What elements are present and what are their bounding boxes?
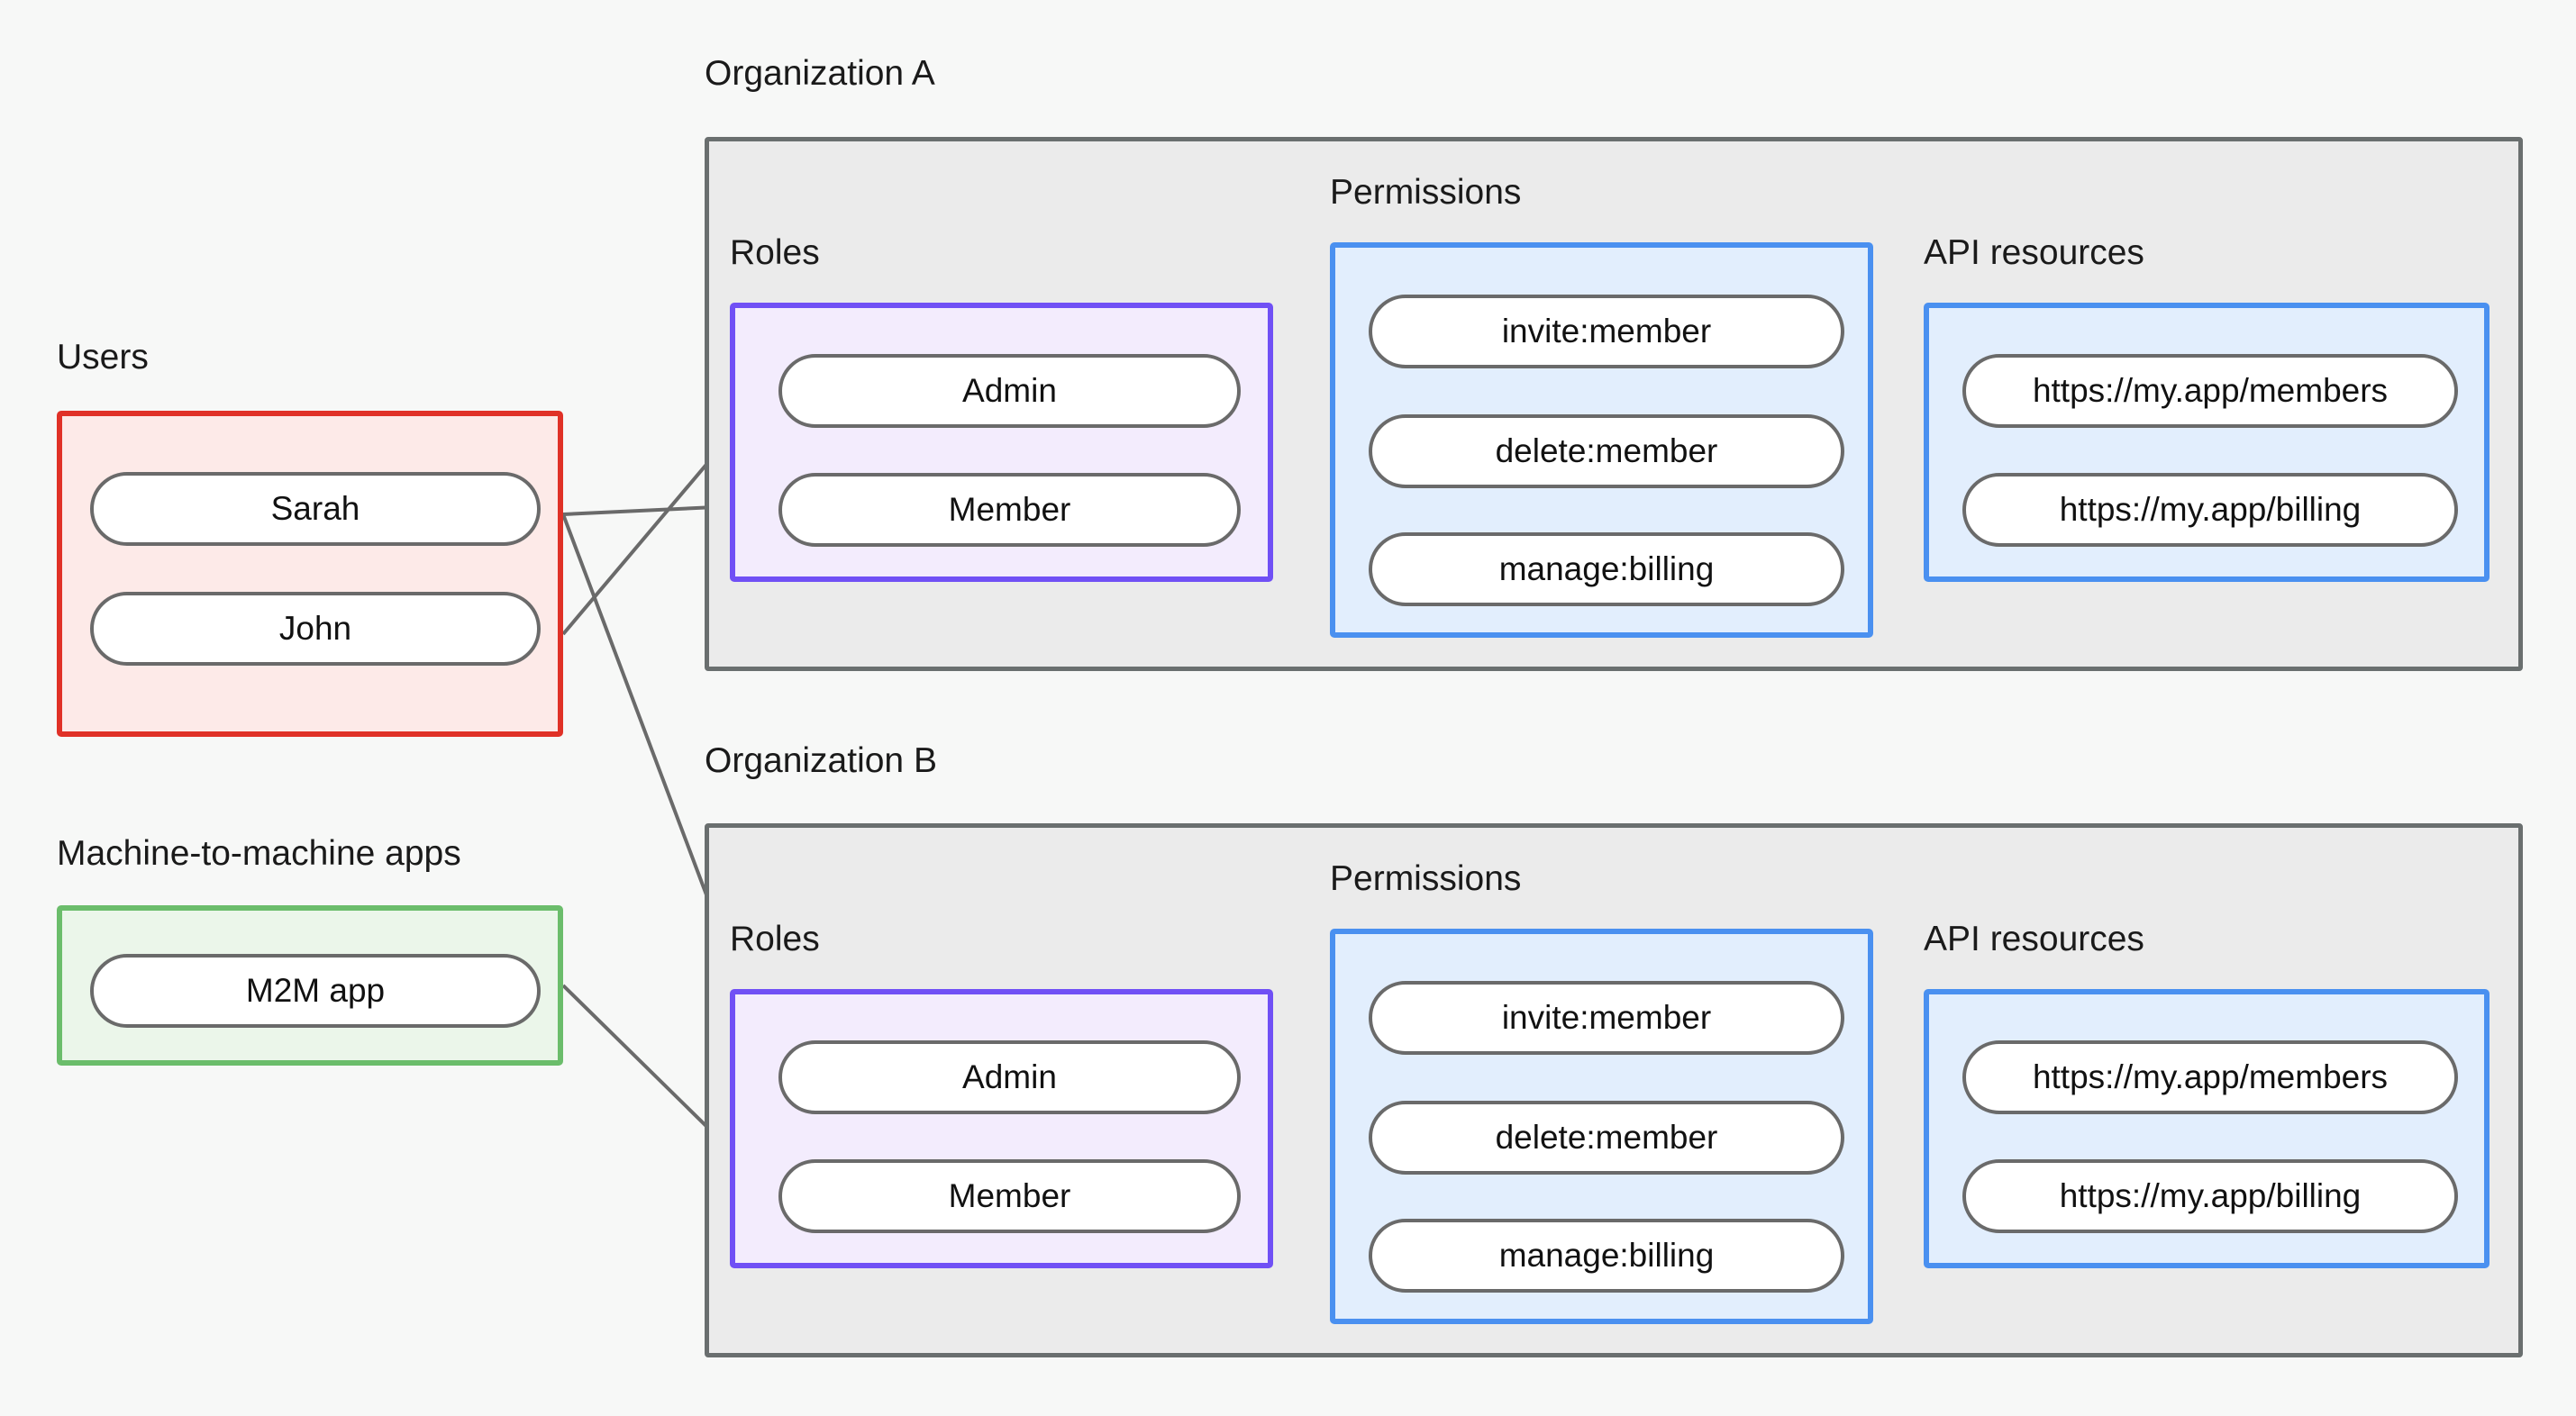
user-node-john[interactable]: John <box>90 592 541 666</box>
organization-a-api-resource-billing[interactable]: https://my.app/billing <box>1962 473 2458 547</box>
organization-a-api-resource-members[interactable]: https://my.app/members <box>1962 354 2458 428</box>
organization-b-permission-manage-billing[interactable]: manage:billing <box>1369 1219 1844 1293</box>
organization-b-permissions-label: Permissions <box>1330 859 1522 898</box>
organization-a-permission-manage-billing[interactable]: manage:billing <box>1369 532 1844 606</box>
user-node-sarah[interactable]: Sarah <box>90 472 541 546</box>
organization-a-permissions-container: invite:member delete:member manage:billi… <box>1330 242 1873 638</box>
organization-b-api-resource-billing[interactable]: https://my.app/billing <box>1962 1159 2458 1233</box>
organization-a-label: Organization A <box>705 54 935 93</box>
organization-a-permission-delete-member[interactable]: delete:member <box>1369 414 1844 488</box>
organization-b-permissions-container: invite:member delete:member manage:billi… <box>1330 929 1873 1324</box>
organization-b-roles-label: Roles <box>730 920 820 958</box>
organization-b-roles-container: Admin Member <box>730 989 1273 1268</box>
organization-a-api-container: https://my.app/members https://my.app/bi… <box>1924 303 2490 582</box>
organization-a-role-admin[interactable]: Admin <box>778 354 1241 428</box>
users-label: Users <box>57 338 149 377</box>
organization-b-api-container: https://my.app/members https://my.app/bi… <box>1924 989 2490 1268</box>
organization-b-label: Organization B <box>705 741 937 780</box>
organization-a-roles-label: Roles <box>730 233 820 272</box>
organization-b-permission-delete-member[interactable]: delete:member <box>1369 1101 1844 1175</box>
organization-a-role-member[interactable]: Member <box>778 473 1241 547</box>
m2m-label: Machine-to-machine apps <box>57 834 461 873</box>
users-container: Sarah John <box>57 411 563 737</box>
organization-b-role-admin[interactable]: Admin <box>778 1040 1241 1114</box>
organization-b-permission-invite-member[interactable]: invite:member <box>1369 981 1844 1055</box>
m2m-node-app[interactable]: M2M app <box>90 954 541 1028</box>
organization-b-api-resource-members[interactable]: https://my.app/members <box>1962 1040 2458 1114</box>
organization-a-permissions-label: Permissions <box>1330 173 1522 212</box>
m2m-container: M2M app <box>57 905 563 1066</box>
organization-a-roles-container: Admin Member <box>730 303 1273 582</box>
organization-a-api-label: API resources <box>1924 233 2144 272</box>
organization-b-api-label: API resources <box>1924 920 2144 958</box>
organization-a-permission-invite-member[interactable]: invite:member <box>1369 295 1844 368</box>
organization-b-role-member[interactable]: Member <box>778 1159 1241 1233</box>
